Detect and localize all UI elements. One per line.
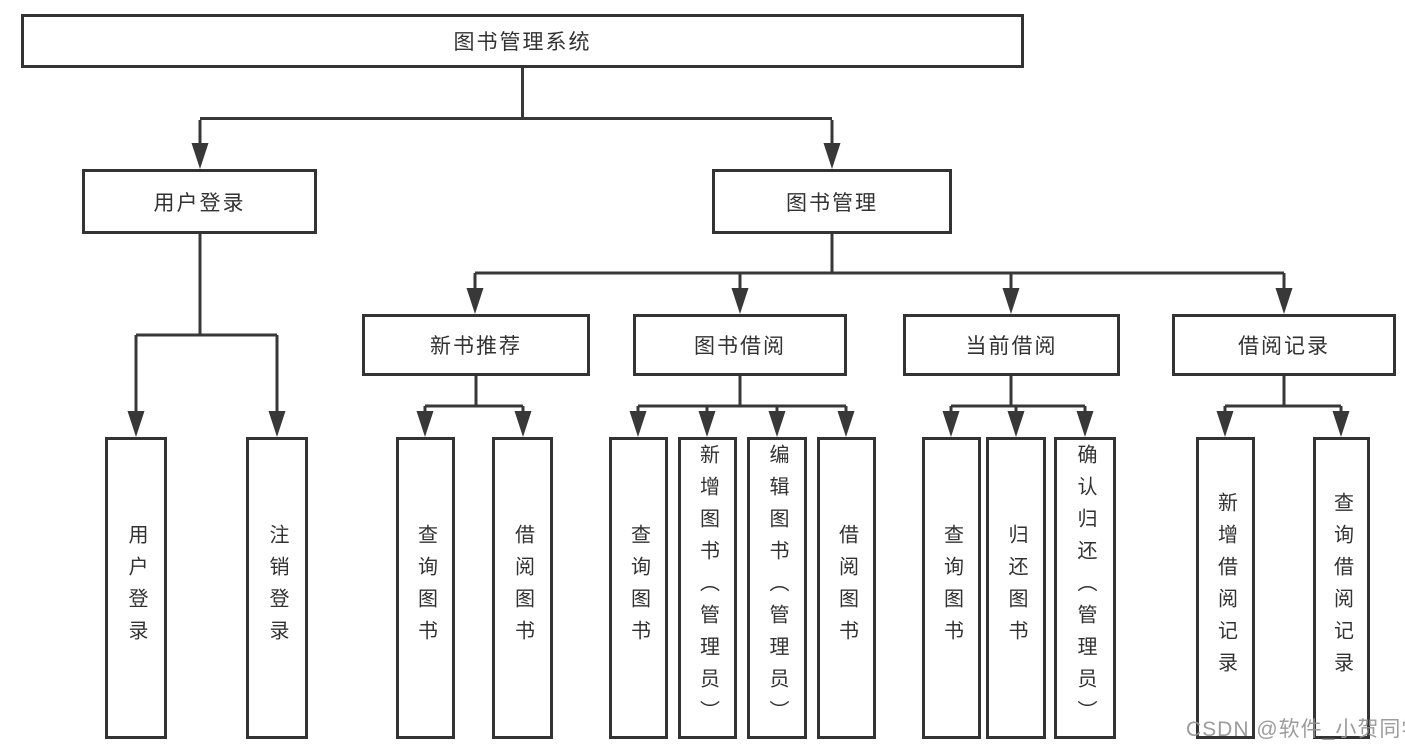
node-book-management-label: 图书管理 xyxy=(786,191,878,215)
node-root: 图书管理系统 xyxy=(21,14,1024,68)
node-book-borrow: 图书借阅 xyxy=(633,314,847,376)
leaf-current-query-books-label: 查询图书 xyxy=(940,524,963,652)
leaf-records-add-record-label: 新增借阅记录 xyxy=(1214,492,1237,684)
leaf-records-query-record-label: 查询借阅记录 xyxy=(1330,492,1353,684)
leaf-borrow-edit-books-admin: 编辑图书（管理员） xyxy=(747,437,807,739)
tree-edges xyxy=(134,68,1343,416)
leaf-borrow-add-books-admin: 新增图书（管理员） xyxy=(678,437,737,739)
leaf-logout: 注销登录 xyxy=(246,437,308,739)
leaf-borrow-edit-books-admin-label: 编辑图书（管理员） xyxy=(766,444,788,732)
arrowheads xyxy=(127,143,1350,437)
node-book-management: 图书管理 xyxy=(712,169,952,234)
csdn-watermark: CSDN @软件_小贺同学 xyxy=(1186,718,1405,741)
leaf-records-add-record: 新增借阅记录 xyxy=(1196,437,1255,739)
leaf-borrow-add-books-admin-label: 新增图书（管理员） xyxy=(696,444,719,732)
node-current-borrow: 当前借阅 xyxy=(903,314,1120,376)
leaf-records-query-record: 查询借阅记录 xyxy=(1313,437,1370,739)
leaf-rec-borrow-books: 借阅图书 xyxy=(492,437,553,739)
node-user-login: 用户登录 xyxy=(82,169,317,234)
node-root-label: 图书管理系统 xyxy=(453,31,592,54)
node-borrow-records: 借阅记录 xyxy=(1172,314,1396,376)
leaf-user-login: 用户登录 xyxy=(105,437,167,739)
leaf-current-return-books-label: 归还图书 xyxy=(1005,524,1027,652)
node-new-book-recommend-label: 新书推荐 xyxy=(430,335,522,358)
node-new-book-recommend: 新书推荐 xyxy=(362,314,590,376)
leaf-borrow-query-books: 查询图书 xyxy=(609,437,668,739)
leaf-current-query-books: 查询图书 xyxy=(922,437,981,739)
node-user-login-label: 用户登录 xyxy=(153,191,246,215)
node-book-borrow-label: 图书借阅 xyxy=(694,335,786,358)
node-borrow-records-label: 借阅记录 xyxy=(1238,335,1330,358)
leaf-current-confirm-return-admin: 确认归还（管理员） xyxy=(1054,437,1116,739)
leaf-borrow-query-books-label: 查询图书 xyxy=(627,524,650,652)
leaf-borrow-borrow-books: 借阅图书 xyxy=(817,437,876,739)
leaf-user-login-label: 用户登录 xyxy=(125,524,147,652)
leaf-current-return-books: 归还图书 xyxy=(986,437,1046,739)
leaf-rec-query-books: 查询图书 xyxy=(396,437,455,739)
leaf-logout-label: 注销登录 xyxy=(266,524,288,652)
leaf-borrow-borrow-books-label: 借阅图书 xyxy=(835,524,858,652)
node-current-borrow-label: 当前借阅 xyxy=(965,335,1058,358)
leaf-rec-query-books-label: 查询图书 xyxy=(414,524,437,652)
leaf-rec-borrow-books-label: 借阅图书 xyxy=(511,524,534,652)
leaf-current-confirm-return-admin-label: 确认归还（管理员） xyxy=(1074,444,1096,732)
